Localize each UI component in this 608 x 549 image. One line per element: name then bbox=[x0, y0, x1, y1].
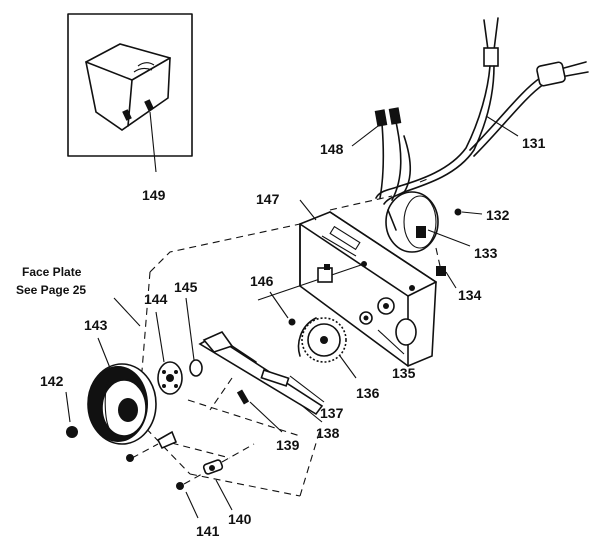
callout-132: 132 bbox=[486, 207, 510, 223]
leader-142 bbox=[65, 391, 71, 423]
callout-141: 141 bbox=[196, 523, 220, 539]
callout-144: 144 bbox=[144, 291, 168, 307]
leader-147 bbox=[299, 199, 317, 221]
callout-146: 146 bbox=[250, 273, 274, 289]
lever-assembly bbox=[137, 223, 325, 497]
leader-148 bbox=[351, 125, 379, 147]
callout-133: 133 bbox=[474, 245, 498, 261]
faceplate-note-line2: See Page 25 bbox=[16, 283, 86, 297]
motor-133 bbox=[329, 177, 483, 289]
leader-141 bbox=[185, 491, 199, 519]
inset-frame bbox=[67, 13, 193, 157]
leader-138 bbox=[299, 403, 323, 423]
faceplate-note-line1: Face Plate bbox=[22, 265, 82, 279]
callout-135: 135 bbox=[392, 365, 416, 381]
leader-149 bbox=[149, 111, 157, 173]
leader-145 bbox=[185, 297, 195, 361]
wire-harness bbox=[351, 17, 589, 205]
callout-136: 136 bbox=[356, 385, 380, 401]
callout-143: 143 bbox=[84, 317, 108, 333]
callout-139: 139 bbox=[276, 437, 300, 453]
leader-133 bbox=[427, 229, 471, 247]
leader-135 bbox=[377, 329, 405, 355]
leader-146 bbox=[269, 291, 289, 319]
leader-134 bbox=[445, 271, 457, 289]
inset-149 bbox=[67, 13, 193, 173]
callout-131: 131 bbox=[522, 135, 546, 151]
screw-142 bbox=[66, 426, 78, 438]
gear-136 bbox=[257, 261, 405, 379]
callout-149: 149 bbox=[142, 187, 166, 203]
leader-136 bbox=[339, 355, 357, 379]
callout-137: 137 bbox=[320, 405, 344, 421]
callout-140: 140 bbox=[228, 511, 252, 527]
callout-148: 148 bbox=[320, 141, 344, 157]
knob-assembly bbox=[65, 297, 203, 462]
housing-plate-147 bbox=[299, 199, 437, 367]
leader-140 bbox=[215, 479, 233, 511]
callout-134: 134 bbox=[458, 287, 482, 303]
leader-131 bbox=[485, 115, 519, 137]
screws-140-141 bbox=[176, 443, 255, 519]
callout-145: 145 bbox=[174, 279, 198, 295]
leader-143 bbox=[97, 337, 111, 369]
leader-132 bbox=[461, 211, 483, 215]
leader-144 bbox=[155, 311, 165, 363]
callout-147: 147 bbox=[256, 191, 280, 207]
callout-138: 138 bbox=[316, 425, 340, 441]
callout-142: 142 bbox=[40, 373, 64, 389]
leader-139 bbox=[249, 401, 283, 433]
leader-faceplate bbox=[113, 297, 141, 327]
leader-137 bbox=[289, 375, 325, 403]
